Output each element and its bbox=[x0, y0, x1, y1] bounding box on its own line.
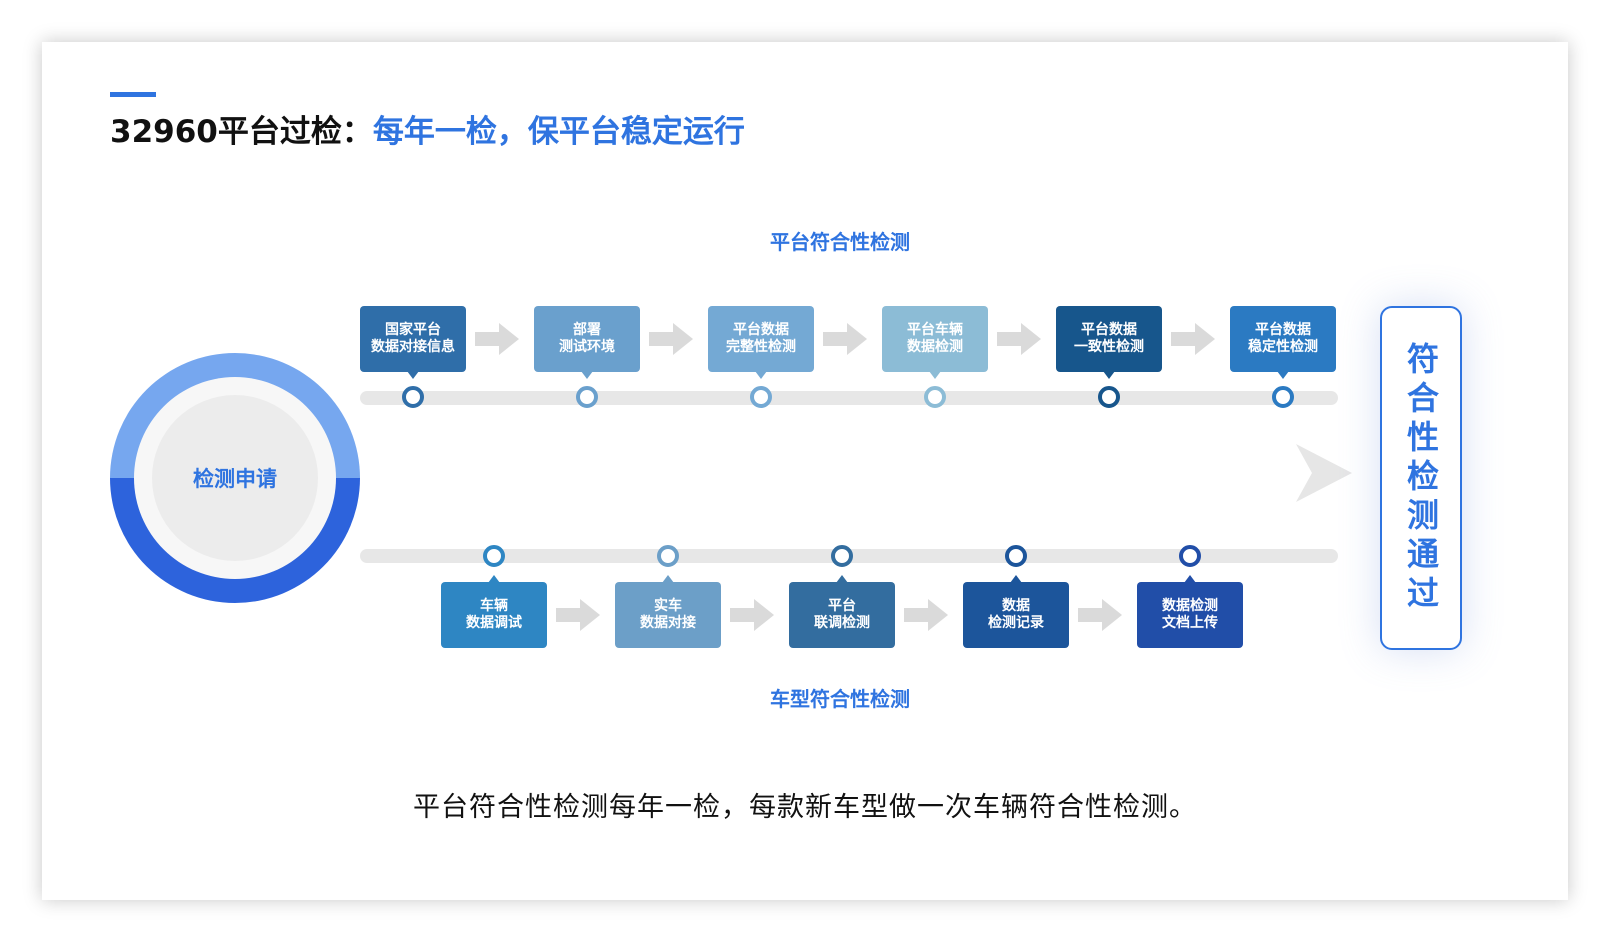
flow-arrow-icon bbox=[823, 323, 867, 355]
step-marker bbox=[1098, 386, 1120, 408]
step-box: 数据检测文档上传 bbox=[1137, 575, 1243, 648]
step-label: 检测记录 bbox=[988, 615, 1044, 631]
step-label: 平台数据 bbox=[1255, 322, 1311, 338]
big-arrow-icon bbox=[1296, 444, 1352, 502]
step-label: 数据检测 bbox=[907, 339, 963, 355]
step-label: 联调检测 bbox=[814, 615, 870, 631]
step-label: 完整性检测 bbox=[726, 339, 796, 355]
step-label: 一致性检测 bbox=[1074, 339, 1144, 355]
step-marker bbox=[1179, 545, 1201, 567]
caption: 平台符合性检测每年一检，每款新车型做一次车辆符合性检测。 bbox=[413, 792, 1197, 823]
step-marker bbox=[576, 386, 598, 408]
flow-arrow-icon bbox=[649, 323, 693, 355]
step-marker bbox=[402, 386, 424, 408]
step-label: 稳定性检测 bbox=[1248, 339, 1318, 355]
start-node: 检测申请 bbox=[152, 395, 318, 561]
step-marker bbox=[1005, 545, 1027, 567]
step-box: 平台数据完整性检测 bbox=[708, 306, 814, 379]
title-prefix: 32960平台过检： bbox=[110, 114, 373, 150]
step-box: 平台车辆数据检测 bbox=[882, 306, 988, 379]
step-label: 车辆 bbox=[480, 598, 508, 614]
step-label: 数据对接 bbox=[640, 615, 696, 631]
step-label: 平台数据 bbox=[1081, 322, 1137, 338]
step-box: 实车数据对接 bbox=[615, 575, 721, 648]
flow-arrow-icon bbox=[904, 599, 948, 631]
step-label: 平台数据 bbox=[733, 322, 789, 338]
step-box: 数据检测记录 bbox=[963, 575, 1069, 648]
step-label: 数据检测 bbox=[1162, 598, 1218, 614]
flow-arrow-icon bbox=[1171, 323, 1215, 355]
step-label: 数据 bbox=[1002, 598, 1030, 614]
step-marker bbox=[657, 545, 679, 567]
result-box: 符合性检测通过 bbox=[1380, 306, 1462, 650]
step-marker bbox=[831, 545, 853, 567]
step-label: 数据对接信息 bbox=[371, 339, 455, 355]
step-label: 国家平台 bbox=[385, 322, 441, 338]
start-node-inner-ring: 检测申请 bbox=[134, 377, 336, 579]
top-track bbox=[360, 391, 1338, 405]
step-label: 平台车辆 bbox=[907, 322, 963, 338]
result-text: 符合性检测通过 bbox=[1402, 341, 1440, 615]
flow-arrow-icon bbox=[475, 323, 519, 355]
step-label: 平台 bbox=[828, 598, 856, 614]
step-marker bbox=[750, 386, 772, 408]
page-title: 32960平台过检：每年一检，保平台稳定运行 bbox=[110, 112, 745, 152]
flow-arrow-icon bbox=[730, 599, 774, 631]
step-marker bbox=[483, 545, 505, 567]
flow-arrow-icon bbox=[556, 599, 600, 631]
step-label: 数据调试 bbox=[466, 615, 522, 631]
step-label: 部署 bbox=[573, 322, 601, 338]
flow-arrow-icon bbox=[997, 323, 1041, 355]
step-box: 国家平台数据对接信息 bbox=[360, 306, 466, 379]
step-box: 车辆数据调试 bbox=[441, 575, 547, 648]
title-accent-bar bbox=[110, 92, 156, 97]
start-node-ring: 检测申请 bbox=[110, 353, 360, 603]
flow-arrow-icon bbox=[1078, 599, 1122, 631]
step-label: 文档上传 bbox=[1162, 615, 1218, 631]
step-box: 平台数据稳定性检测 bbox=[1230, 306, 1336, 379]
step-label: 测试环境 bbox=[559, 339, 615, 355]
step-label: 实车 bbox=[654, 598, 682, 614]
step-box: 平台联调检测 bbox=[789, 575, 895, 648]
title-highlight: 每年一检，保平台稳定运行 bbox=[372, 114, 745, 150]
bottom-section-label: 车型符合性检测 bbox=[770, 687, 910, 711]
step-marker bbox=[1272, 386, 1294, 408]
top-section-label: 平台符合性检测 bbox=[770, 230, 910, 254]
step-box: 平台数据一致性检测 bbox=[1056, 306, 1162, 379]
step-marker bbox=[924, 386, 946, 408]
step-box: 部署测试环境 bbox=[534, 306, 640, 379]
